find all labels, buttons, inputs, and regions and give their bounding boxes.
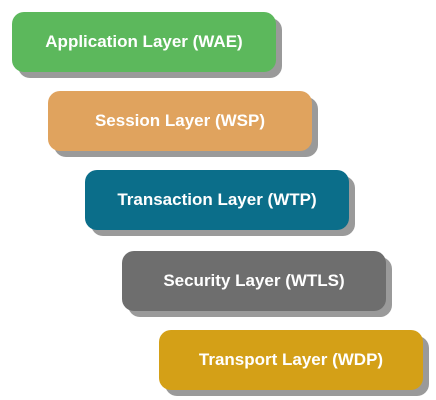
transaction-layer-label: Transaction Layer (WTP) [117,190,317,209]
security-layer-label: Security Layer (WTLS) [163,271,345,290]
application-layer-label: Application Layer (WAE) [45,32,243,51]
session-layer-box: Session Layer (WSP) [48,91,312,151]
security-layer-box: Security Layer (WTLS) [122,251,386,311]
application-layer-box: Application Layer (WAE) [12,12,276,72]
transaction-layer-box: Transaction Layer (WTP) [85,170,349,230]
transport-layer-label: Transport Layer (WDP) [198,350,384,369]
session-layer-label: Session Layer (WSP) [94,111,266,130]
transport-layer-box: Transport Layer (WDP) [159,330,423,390]
